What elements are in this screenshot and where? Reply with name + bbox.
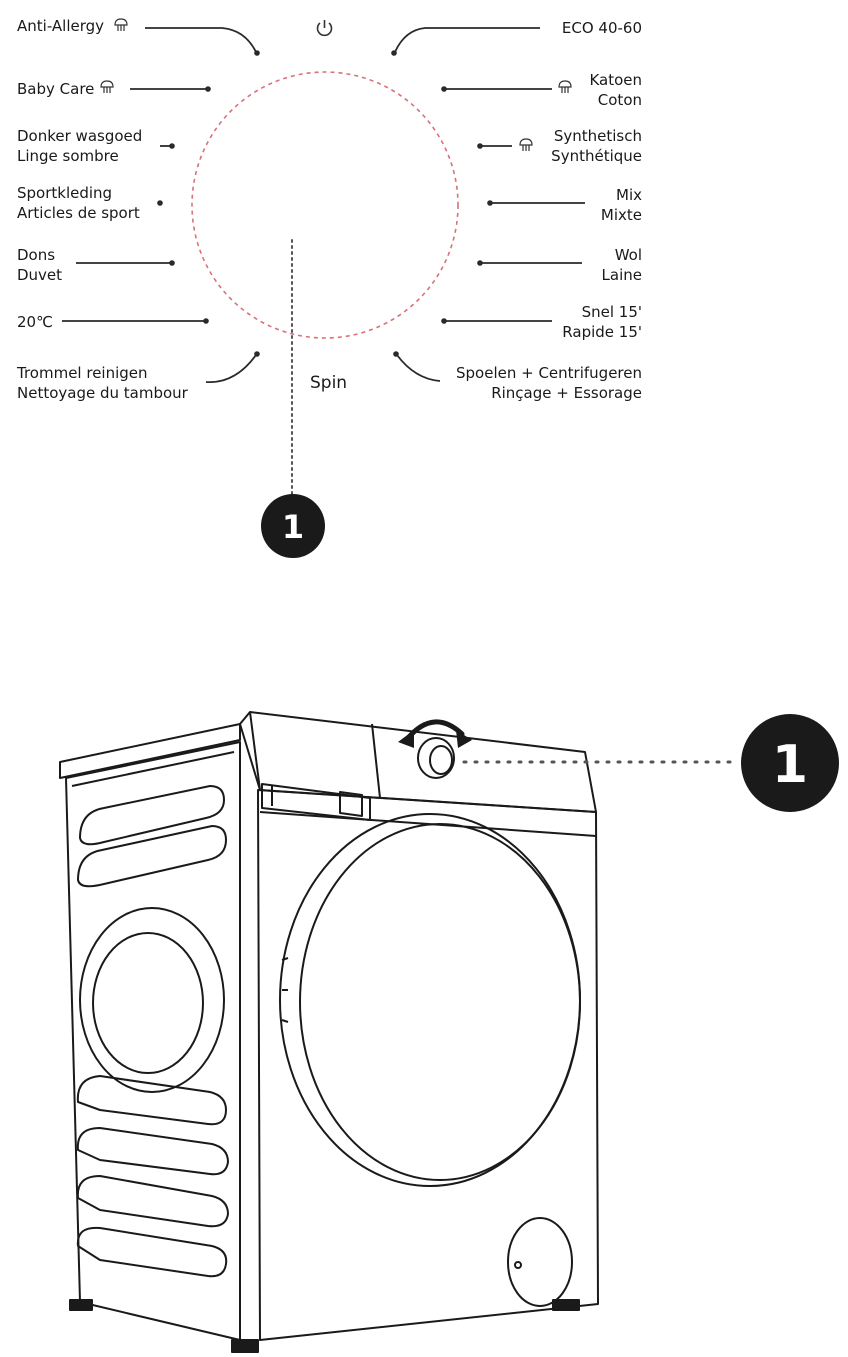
washing-machine-illustration (59, 711, 599, 1353)
program-eco-40-60: ECO 40-60 (561, 19, 642, 37)
program-dial-outline (191, 71, 459, 339)
program-trommel-reinigen: Trommel reinigen Nettoyage du tambour (17, 364, 188, 402)
program-20c: 20℃ (17, 313, 53, 331)
rotate-arrowheads (398, 730, 472, 748)
machine-callout-badge: 1 (741, 714, 839, 812)
program-baby-care: Baby Care (17, 80, 95, 98)
steam-icon (558, 80, 572, 93)
program-donker-wasgoed: Donker wasgoed Linge sombre (17, 127, 143, 165)
left-leader-dots (157, 50, 260, 357)
program-anti-allergy: Anti-Allergy (17, 17, 105, 35)
program-mix: Mix Mixte (600, 186, 642, 224)
program-spoelen-centrifugeren: Spoelen + Centrifugeren Rinçage + Essora… (456, 364, 642, 402)
program-synthetisch: Synthetisch Synthétique (551, 127, 642, 165)
steam-icon (519, 138, 533, 151)
program-snel-15: Snel 15' Rapide 15' (562, 303, 642, 341)
right-leader-dots (391, 50, 493, 357)
dial-callout-number: 1 (282, 508, 304, 546)
right-leader-lines (394, 27, 585, 382)
program-katoen: Katoen Coton (589, 71, 642, 109)
steam-icon (100, 80, 114, 93)
steam-icon (114, 18, 128, 31)
program-sportkleding: Sportkleding Articles de sport (17, 184, 140, 222)
dial-callout-badge: 1 (261, 494, 325, 558)
left-leader-lines (62, 27, 257, 383)
machine-callout-number: 1 (772, 735, 808, 795)
spin-label: Spin (310, 373, 348, 393)
program-wol: Wol Laine (601, 246, 642, 284)
program-dons: Dons Duvet (17, 246, 63, 284)
power-icon (316, 20, 333, 37)
